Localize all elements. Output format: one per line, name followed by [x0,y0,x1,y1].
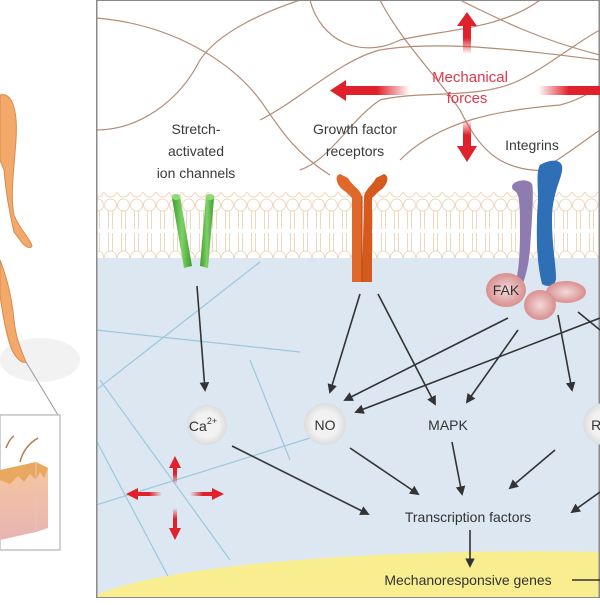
ca-label: Ca2+ [189,416,217,434]
arrow-gfr-to-no [327,293,361,394]
skin-inset [0,414,61,551]
integrins: Integrins [505,137,563,290]
arrow-channel-to-ca [196,285,210,392]
mapk-label: MAPK [428,417,468,433]
force-arrow-left [330,80,410,101]
growth-factor-label-1: Growth factor [313,121,397,137]
arrow-fak-to-rho [557,314,576,392]
skin-tissue-block [0,435,48,540]
node-ca: Ca2+ [187,405,227,445]
arrow-fak-cross [577,311,600,331]
force-arrow-right [538,86,600,95]
mechanical-forces-label-2: forces [447,90,488,107]
force-arrow-down [457,120,477,162]
cytoplasm [96,258,600,598]
growth-factor-receptors: Growth factor receptors [313,121,397,282]
arrow-fak-to-no-1 [343,317,509,401]
force-arrow-up [457,12,477,54]
fak-complex: FAK [486,273,586,320]
stretch-activated-ion-channels: Stretch- activated ion channels [157,121,236,268]
ecm-fibers [96,0,600,176]
no-label: NO [315,417,336,433]
cytoplasm-force-arrows [126,456,224,540]
integrin-beta [536,160,563,286]
mechanical-forces-label: Mechanical [432,69,508,86]
stretch-channels-label-3: ion channels [157,165,236,181]
mechanoresponsive-genes-label: Mechanoresponsive genes [384,572,551,588]
transcription-factors-label: Transcription factors [405,509,531,525]
mechanical-forces-arrows: Mechanical forces [330,12,600,162]
rho-label: Rho [591,417,600,433]
arrow-fak-to-mapk [465,329,519,404]
cytoskeleton-filaments [96,261,311,581]
node-rho: Rho [583,403,600,445]
signal-arrows [196,285,600,568]
human-body-figure [0,94,80,416]
integrin-alpha [512,180,533,290]
arrow-rho-to-tf [508,449,556,490]
fak-label: FAK [493,282,520,298]
arrow-mapk-to-tf [451,441,466,496]
stretch-channels-label-1: Stretch- [171,121,220,137]
arrow-fak-to-no-2 [354,317,600,414]
arrow-ca-to-tf [231,445,370,515]
node-mapk: MAPK [428,417,468,433]
stretch-channels-label-2: activated [168,143,224,159]
integrins-label: Integrins [505,137,559,153]
arrow-right-to-tf [570,491,600,514]
node-no: NO [304,403,346,445]
growth-factor-label-2: receptors [326,143,384,159]
arrow-no-to-tf [349,447,420,496]
